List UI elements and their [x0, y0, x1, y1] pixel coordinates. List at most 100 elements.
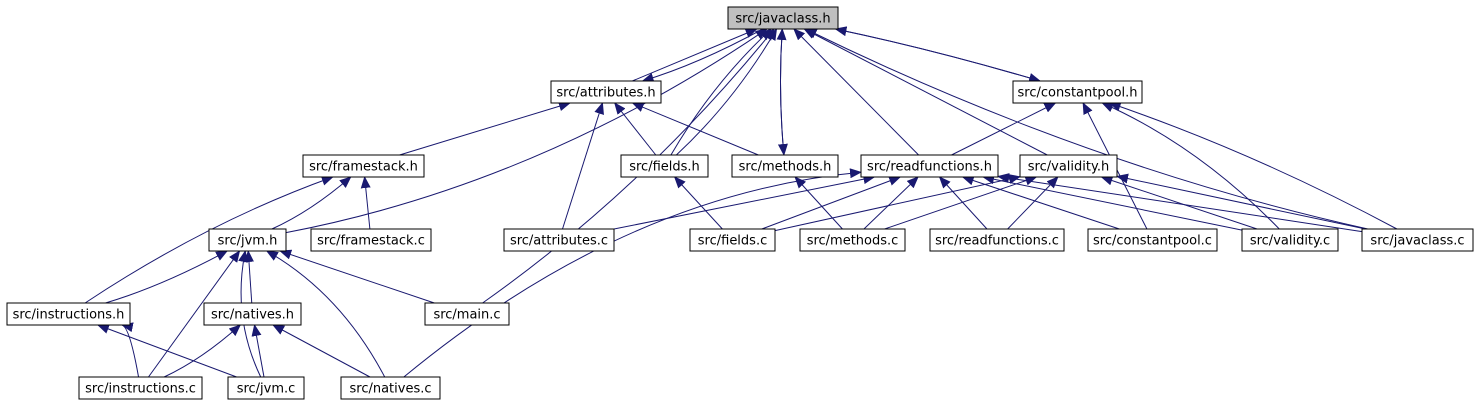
- dependency-edge-validity_c-to-constantpool_h: [1101, 102, 1280, 230]
- node-label: src/constantpool.h: [1017, 86, 1137, 101]
- node-readfunctions-c[interactable]: src/readfunctions.c: [929, 228, 1065, 252]
- node-label: src/readfunctions.h: [867, 160, 992, 175]
- dependency-edge-fields_c-to-readfunctions_h: [761, 176, 902, 230]
- dependency-edge-fields_c-to-fields_h: [673, 176, 723, 230]
- node-natives-c[interactable]: src/natives.c: [340, 376, 441, 400]
- dependency-edge-natives_h-to-jvm_h: [243, 250, 254, 304]
- node-box[interactable]: [227, 376, 305, 400]
- dependency-edge-readfunctions_c-to-validity_h: [1007, 176, 1059, 230]
- dependency-edge-javaclass_h-to-constantpool_h: [835, 28, 1042, 83]
- dependency-edge-readfunctions_h-to-javaclass_h: [793, 28, 919, 156]
- dependency-edge-instructions_h-to-framestack_h: [84, 176, 334, 304]
- dependency-edge-natives_c-to-readfunctions_h: [403, 168, 862, 378]
- node-label: src/readfunctions.c: [935, 234, 1059, 249]
- node-label: src/jvm.h: [218, 234, 278, 249]
- node-readfunctions-h[interactable]: src/readfunctions.h: [860, 154, 999, 178]
- dependency-edge-jvm_h-to-framestack_h: [271, 176, 352, 230]
- node-constantpool-c[interactable]: src/constantpool.c: [1087, 228, 1218, 252]
- node-label: src/jvm.c: [237, 382, 296, 397]
- dependency-edge-validity_h-to-javaclass_h: [803, 28, 1048, 156]
- node-box[interactable]: [302, 154, 425, 178]
- dependency-edge-readfunctions_h-to-constantpool_h: [951, 102, 1057, 156]
- node-fields-h[interactable]: src/fields.h: [620, 154, 709, 178]
- node-box[interactable]: [310, 228, 432, 252]
- node-label: src/main.c: [433, 308, 500, 323]
- dependency-edge-constantpool_h-to-javaclass_h: [834, 26, 1041, 82]
- node-fields-c[interactable]: src/fields.c: [689, 228, 776, 252]
- node-box[interactable]: [1019, 154, 1118, 178]
- dependency-edge-instructions_c-to-natives_h: [163, 324, 241, 378]
- node-main-c[interactable]: src/main.c: [424, 302, 510, 326]
- node-label: src/constantpool.c: [1093, 234, 1212, 249]
- node-label: src/validity.h: [1028, 160, 1109, 175]
- node-box[interactable]: [340, 376, 441, 400]
- node-natives-h[interactable]: src/natives.h: [203, 302, 302, 326]
- node-box[interactable]: [550, 80, 662, 104]
- dependency-edge-instructions_h-to-jvm_h: [105, 250, 228, 304]
- node-instructions-h[interactable]: src/instructions.h: [6, 302, 131, 326]
- node-box[interactable]: [1087, 228, 1218, 252]
- dependency-edge-attributes_c-to-attributes_h: [562, 102, 604, 230]
- dependency-edge-natives_c-to-jvm_h: [265, 250, 386, 378]
- dependency-edge-validity_c-to-readfunctions_h: [982, 174, 1243, 231]
- node-label: src/instructions.c: [85, 382, 196, 397]
- node-box[interactable]: [620, 154, 709, 178]
- dependency-edge-natives_c-to-natives_h: [272, 324, 371, 378]
- dependency-edge-instructions_c-to-jvm_h: [148, 250, 241, 378]
- dependency-edge-readfunctions_c-to-readfunctions_h: [938, 176, 988, 230]
- node-box[interactable]: [203, 302, 302, 326]
- node-box[interactable]: [208, 228, 287, 252]
- node-methods-h[interactable]: src/methods.h: [731, 154, 839, 178]
- dependency-edge-main_c-to-jvm_h: [279, 249, 435, 304]
- node-label: src/javaclass.c: [1370, 234, 1464, 249]
- node-box[interactable]: [689, 228, 776, 252]
- node-attributes-h[interactable]: src/attributes.h: [550, 80, 662, 104]
- edge-layer: [84, 26, 1398, 378]
- node-attributes-c[interactable]: src/attributes.c: [503, 228, 615, 252]
- node-jvm-h[interactable]: src/jvm.h: [208, 228, 287, 252]
- dependency-edge-fields_h-to-javaclass_h: [670, 28, 772, 156]
- node-label: src/framestack.h: [309, 160, 418, 175]
- node-label: src/attributes.h: [556, 86, 655, 101]
- node-framestack-c[interactable]: src/framestack.c: [310, 228, 432, 252]
- node-constantpool-h[interactable]: src/constantpool.h: [1012, 80, 1143, 104]
- dependency-edge-fields_c-to-validity_h: [774, 174, 1021, 232]
- node-label: src/javaclass.h: [735, 12, 830, 27]
- node-methods-c[interactable]: src/methods.c: [799, 228, 906, 252]
- dependency-edge-validity_c-to-validity_h: [1100, 175, 1258, 230]
- node-framestack-h[interactable]: src/framestack.h: [302, 154, 425, 178]
- dependency-edge-attributes_c-to-readfunctions_h: [613, 174, 876, 230]
- node-label: src/framestack.c: [317, 234, 425, 249]
- node-label: src/instructions.h: [13, 308, 125, 323]
- node-javaclass-h[interactable]: src/javaclass.h: [727, 6, 839, 30]
- node-box[interactable]: [727, 6, 839, 30]
- dependency-edge-fields_h-to-javaclass_h: [675, 28, 778, 156]
- node-box[interactable]: [1241, 228, 1339, 252]
- node-box[interactable]: [6, 302, 131, 326]
- node-instructions-c[interactable]: src/instructions.c: [78, 376, 203, 400]
- node-label: src/fields.c: [698, 234, 767, 249]
- node-box[interactable]: [860, 154, 999, 178]
- dependency-edge-constantpool_c-to-readfunctions_h: [961, 175, 1120, 230]
- dependency-edge-methods_c-to-validity_h: [884, 175, 1038, 230]
- node-box[interactable]: [731, 154, 839, 178]
- node-validity-c[interactable]: src/validity.c: [1241, 228, 1339, 252]
- node-label: src/methods.h: [739, 160, 832, 175]
- node-box[interactable]: [799, 228, 906, 252]
- node-layer: src/javaclass.h src/attributes.h src/const…: [6, 6, 1474, 400]
- dependency-edge-fields_h-to-attributes_h: [614, 102, 657, 156]
- node-box[interactable]: [929, 228, 1065, 252]
- node-jvm-c[interactable]: src/jvm.c: [227, 376, 305, 400]
- dependency-edge-methods_c-to-readfunctions_h: [863, 176, 919, 230]
- node-box[interactable]: [503, 228, 615, 252]
- node-label: src/natives.c: [349, 382, 431, 397]
- node-box[interactable]: [78, 376, 203, 400]
- node-box[interactable]: [424, 302, 510, 326]
- dependency-edge-methods_c-to-methods_h: [794, 176, 843, 230]
- node-validity-h[interactable]: src/validity.h: [1019, 154, 1118, 178]
- dependency-edge-jvm_h-to-javaclass_h: [285, 28, 768, 234]
- node-box[interactable]: [1012, 80, 1143, 104]
- dependency-edge-javaclass_c-to-validity_h: [1116, 173, 1366, 230]
- node-javaclass-c[interactable]: src/javaclass.c: [1361, 228, 1474, 252]
- node-box[interactable]: [1361, 228, 1474, 252]
